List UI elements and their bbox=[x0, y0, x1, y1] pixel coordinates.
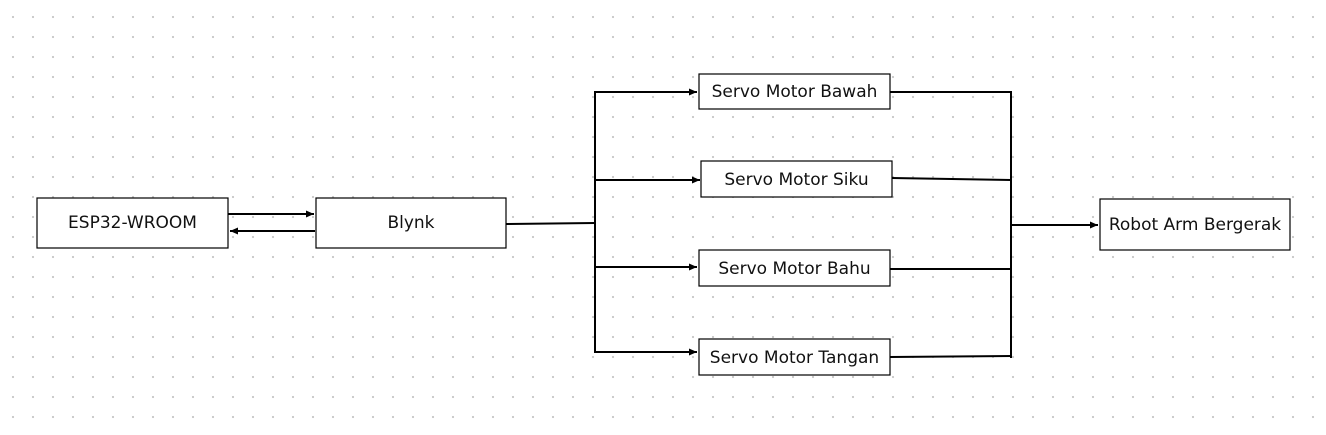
node-robot-arm: Robot Arm Bergerak bbox=[1099, 198, 1291, 251]
node-servo-siku: Servo Motor Siku bbox=[700, 160, 893, 198]
connections bbox=[228, 88, 1098, 358]
node-blynk-label: Blynk bbox=[387, 213, 434, 233]
node-servo-siku-box bbox=[700, 160, 893, 198]
line-from-servo-tangan bbox=[889, 355, 1013, 358]
node-esp32-box bbox=[36, 197, 229, 249]
node-robot-arm-box bbox=[1099, 198, 1291, 251]
line-from-servo-siku bbox=[891, 177, 1012, 181]
node-esp32-label: ESP32-WROOM bbox=[68, 213, 197, 233]
node-servo-bahu-label: Servo Motor Bahu bbox=[718, 259, 870, 279]
node-servo-bawah-label: Servo Motor Bawah bbox=[712, 82, 878, 102]
node-servo-bahu-box bbox=[698, 249, 891, 287]
node-servo-tangan-label: Servo Motor Tangan bbox=[710, 348, 879, 368]
node-servo-bahu: Servo Motor Bahu bbox=[698, 249, 891, 287]
node-servo-tangan-box bbox=[698, 338, 891, 376]
line-blynk-to-bus bbox=[505, 222, 596, 225]
node-blynk: Blynk bbox=[315, 197, 507, 249]
node-servo-bawah-box bbox=[698, 73, 891, 110]
node-servo-siku-label: Servo Motor Siku bbox=[724, 170, 868, 190]
node-robot-arm-label: Robot Arm Bergerak bbox=[1109, 215, 1281, 235]
node-servo-tangan: Servo Motor Tangan bbox=[698, 338, 891, 376]
node-servo-bawah: Servo Motor Bawah bbox=[698, 73, 891, 110]
node-blynk-box bbox=[315, 197, 507, 249]
node-esp32: ESP32-WROOM bbox=[36, 197, 229, 249]
